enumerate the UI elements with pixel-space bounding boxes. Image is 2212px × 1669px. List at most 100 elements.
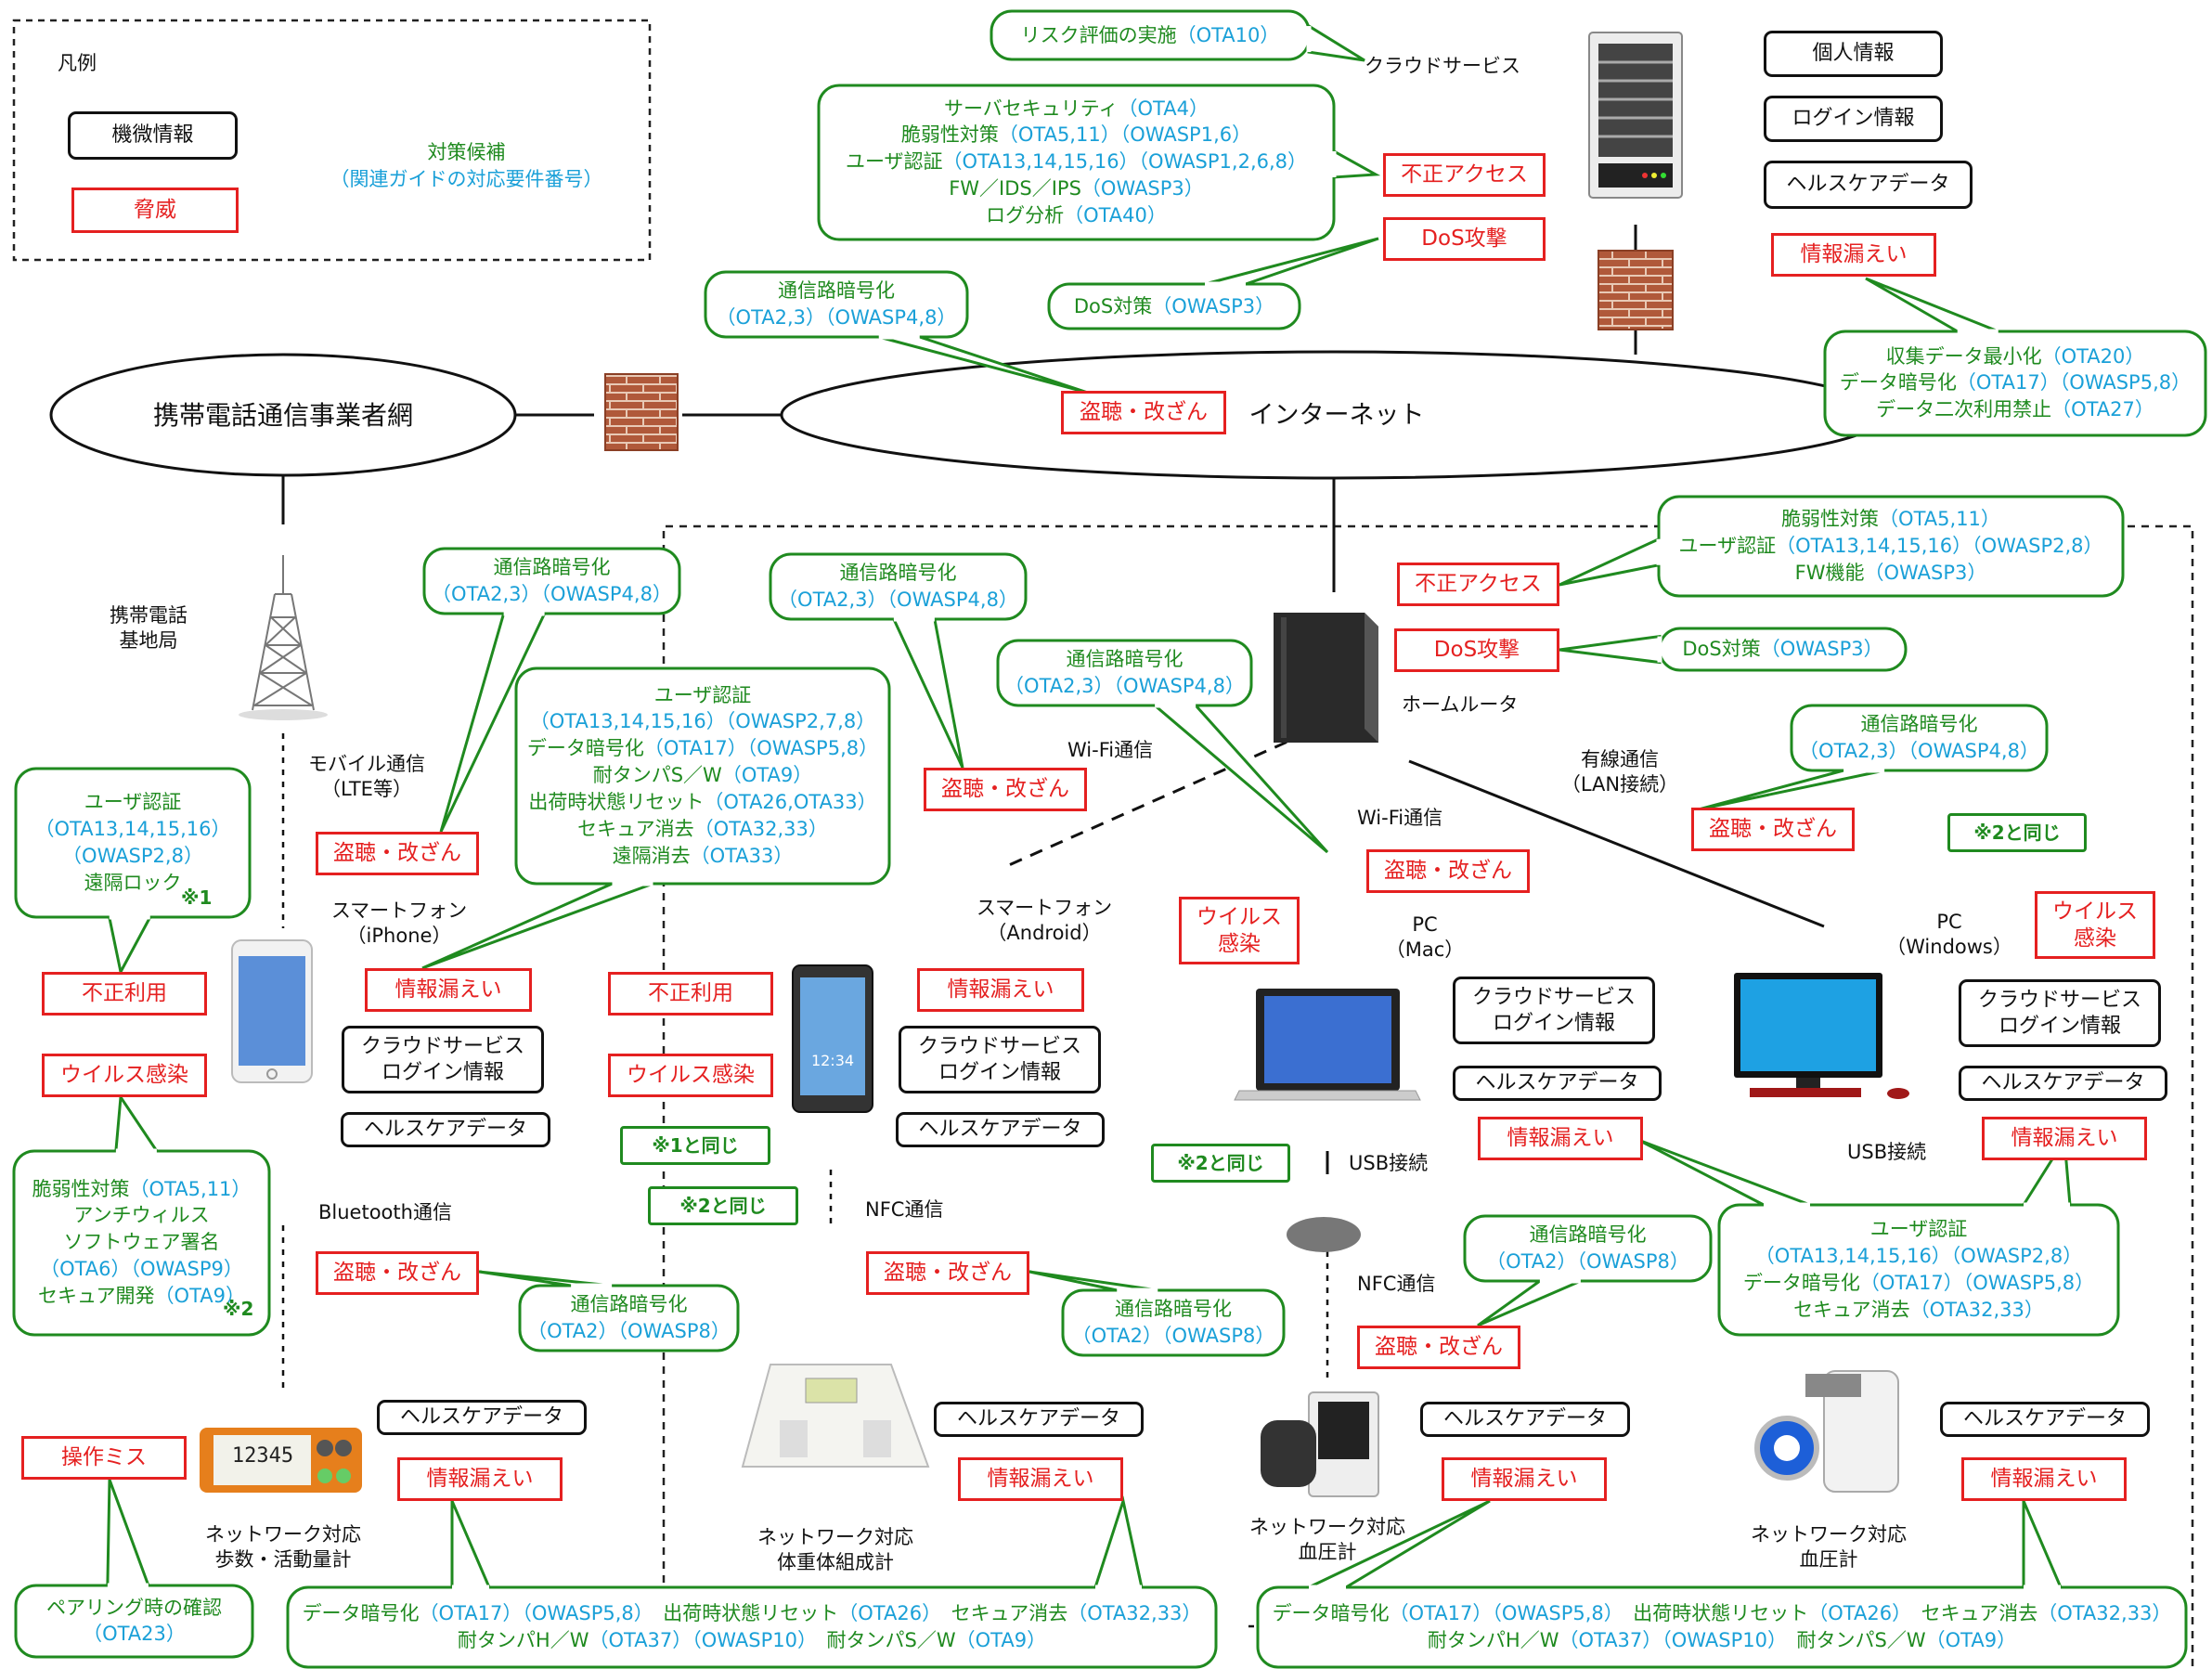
callout-segment: ユーザ認証 [84,791,182,813]
cloud-login-info-box: クラウドサービス ログイン情報 [899,1026,1101,1093]
bluetooth-comm-label: Bluetooth通信 [318,1201,452,1223]
callout-segment: （OTA13,14,15,16）（OWASP2,7,8） [529,710,876,733]
callout-segment: リスク評価の実施 [1020,23,1177,46]
callout-channel-encryption [1463,1214,1713,1327]
callout-iphone-vulnerability-text: 脆弱性対策（OTA5,11）アンチウィルスソフトウェア署名（OTA6）（OWAS… [14,1176,269,1311]
callout-segment: （OTA26,OTA33） [704,791,877,814]
same-as-note: ※1と同じ [620,1126,770,1165]
info-login-box: ログイン情報 [1764,96,1943,142]
callout-channel-encryption [478,1270,740,1352]
callout-segment: （OTA27） [2051,398,2154,421]
callout-segment: 収集データ最小化 [1885,344,2042,368]
threat-leak: 情報漏えい [397,1457,563,1501]
callout-channel-encryption [996,639,1329,854]
callout-segment: ユーザ認証 [1678,534,1777,557]
callout-segment: 出荷時状態リセット [663,1602,839,1624]
callout-segment: DoS対策 [1073,294,1153,317]
callout-segment: 耐タンパH／W [1427,1628,1559,1651]
callout-segment: 脆弱性対策 [900,123,999,147]
carrier-network-label: 携帯電話通信事業者網 [152,400,413,431]
threat-eavesdrop: 盗聴・改ざん [1061,391,1226,434]
callout-segment: （OTA33） [690,845,794,868]
callout-segment: （OTA32,33） [2037,1602,2172,1624]
callout-segment: セキュア消去 [1921,1602,2038,1624]
callout-segment: （OTA13,14,15,16）（OWASP2,8） [1754,1244,2083,1267]
callout-segment: ユーザ認証 [845,150,943,174]
callout-segment: FW／IDS／IPS [949,177,1081,201]
health-data-box: ヘルスケアデータ [1453,1066,1662,1101]
firewall-icon [1598,250,1674,330]
legend-countermeasure: 対策候補 （関連ガイドの対応要件番号） [330,141,603,190]
legend-title: 凡例 [58,52,97,74]
callout-segment: （OTA9） [955,1628,1047,1651]
callout-segment: サーバセキュリティ [944,97,1119,120]
threat-dos: DoS攻撃 [1383,217,1546,261]
callout-iphone-vulnerability [12,1093,271,1337]
callout-segment: （OTA2）（OWASP8） [527,1319,731,1342]
callout-segment: （OTA13,14,15,16） [34,817,231,840]
callout-segment: ペアリング時の確認 [46,1596,222,1619]
callout-channel-encryption-text: 通信路暗号化（OTA2,3）（OWASP4,8） [705,278,967,331]
threat-virus: ウイルス感染 [608,1054,773,1097]
callout-segment: （OTA9） [721,764,813,787]
cell-tower-icon [239,555,328,720]
threat-dos: DoS攻撃 [1394,628,1559,672]
threat-eavesdrop: 盗聴・改ざん [1366,849,1530,893]
callout-segment: データ暗号化 [1272,1602,1390,1624]
blood-pressure-monitor-icon [1261,1391,1379,1497]
same-as-note: ※2と同じ [648,1186,798,1225]
callout-segment: （OTA10） [1176,23,1280,46]
callout-pc-security-text: ユーザ認証（OTA13,14,15,16）（OWASP2,8）データ暗号化（OT… [1719,1216,2118,1324]
callout-segment: FW機能 [1794,561,1865,584]
callout-channel-encryption [422,547,681,833]
cloud-login-info-box: クラウドサービス ログイン情報 [1959,979,2161,1047]
threat-leak: 情報漏えい [1478,1117,1643,1160]
threat-leak: 情報漏えい [958,1457,1123,1501]
threat-misuse: 不正利用 [42,972,207,1016]
threat-eavesdrop: 盗聴・改ざん [316,1251,479,1295]
callout-segment: （OTA26） [838,1602,951,1624]
callout-channel-encryption-text: 通信路暗号化（OTA2,3）（OWASP4,8） [1792,711,2047,765]
callout-segment: （OWASP3） [1760,638,1883,660]
callout-segment: データ暗号化 [526,737,644,760]
callout-segment: （OTA17）（OWASP5,8） [643,737,879,760]
callout-channel-encryption-text: 通信路暗号化（OTA2,3）（OWASP4,8） [998,646,1251,700]
mobile-comm-label: モバイル通信 （LTE等） [308,753,425,801]
callout-channel-encryption-text: 通信路暗号化（OTA2）（OWASP8） [520,1291,738,1345]
note-2-mark: ※2 [223,1298,254,1320]
callout-segment: （OTA2）（OWASP8） [1486,1249,1689,1273]
callout-segment: 耐タンパS／W [1796,1628,1926,1651]
callout-device-security [1256,1499,2188,1669]
callout-risk-evaluation [990,9,1365,62]
callout-segment: （OTA2,3）（OWASP4,8） [778,588,1018,611]
threat-leak: 情報漏えい [1442,1457,1607,1501]
threat-eavesdrop: 盗聴・改ざん [924,768,1087,811]
callout-dos-measure [1047,237,1379,330]
callout-segment: （OTA17）（OWASP5,8） [1389,1602,1634,1624]
callout-data-minimization-text: 収集データ最小化（OTA20）データ暗号化（OTA17）（OWASP5,8）デー… [1825,343,2206,424]
callout-segment: （OTA2,3）（OWASP4,8） [716,305,957,329]
health-data-box: ヘルスケアデータ [1420,1402,1630,1437]
callout-segment: セキュア開発 [37,1285,155,1308]
legend-threat-box: 脅威 [71,188,239,233]
callout-data-minimization [1823,277,2207,437]
health-data-box: ヘルスケアデータ [341,1112,550,1147]
threat-leak: 情報漏えい [1771,233,1936,277]
callout-iphone-auth-text: ユーザ認証（OTA13,14,15,16）（OWASP2,8）遠隔ロック [16,789,250,897]
callout-segment: （OTA2）（OWASP8） [1071,1324,1275,1347]
threat-virus: ウイルス 感染 [1179,897,1300,964]
callout-segment: （OTA17）（OWASP5,8） [1859,1271,2095,1294]
callout-channel-encryption-text: 通信路暗号化（OTA2,3）（OWASP4,8） [770,560,1026,614]
callout-channel-encryption-text: 通信路暗号化（OTA2,3）（OWASP4,8） [424,554,679,608]
callout-segment: （OTA32,33） [1067,1602,1202,1624]
callout-segment: （OTA17）（OWASP5,8） [1956,371,2192,395]
callout-risk-evaluation-text: リスク評価の実施（OTA10） [991,22,1309,49]
callout-segment: （OTA13,14,15,16）（OWASP1,2,6,8） [942,150,1308,174]
callout-segment: （OTA9） [1925,1628,2017,1651]
callout-segment: データ暗号化 [1742,1271,1860,1294]
callout-channel-encryption-text: 通信路暗号化（OTA2）（OWASP8） [1063,1296,1284,1350]
callout-segment: 通信路暗号化 [1860,713,1978,735]
cloud-service-label: クラウドサービス [1365,55,1520,77]
